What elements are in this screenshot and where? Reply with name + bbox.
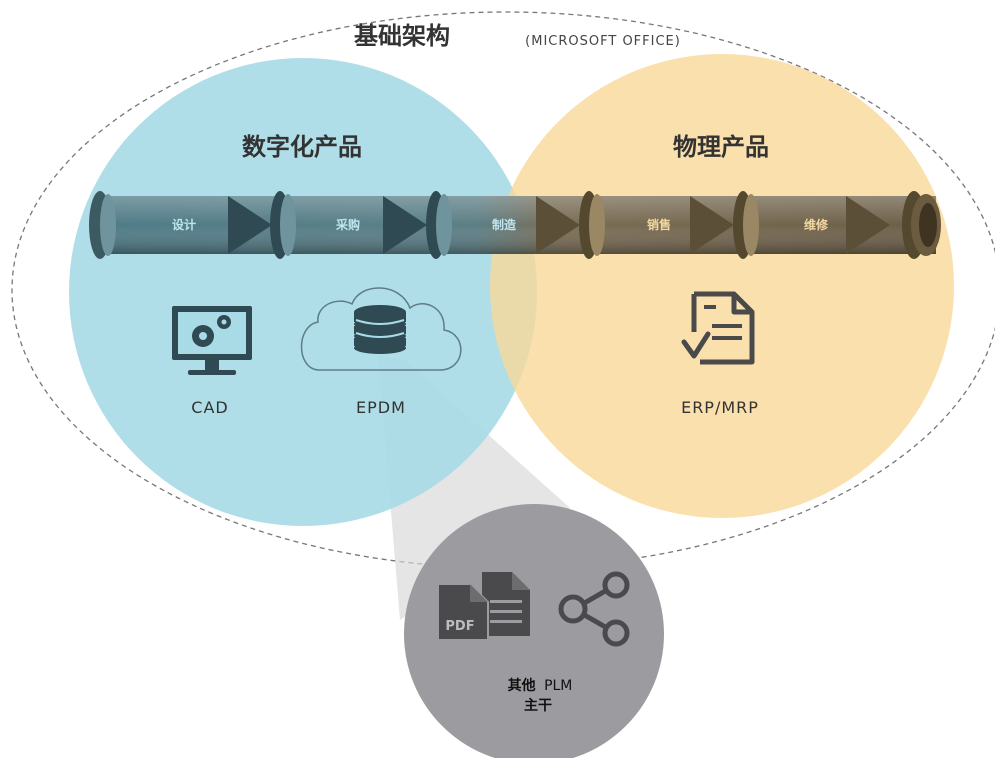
physical-products-title: 物理产品: [673, 133, 769, 161]
digital-products-circle: [69, 58, 537, 526]
other-plm-en: PLM: [544, 678, 572, 694]
epdm-label: EPDM: [356, 398, 406, 417]
checklist-document-icon: [681, 291, 755, 365]
cad-label: CAD: [191, 398, 228, 417]
pdf-files-icon: PDF: [437, 572, 530, 641]
infrastructure-boundary: [11, 11, 995, 569]
cloud-database-icon: [300, 287, 462, 371]
pipeline-flange: [270, 191, 296, 259]
lifecycle-pipeline: 设计 采购 制造 销售 维修: [89, 191, 941, 259]
pipeline-arrow: [228, 196, 272, 254]
pipeline-flange: [426, 191, 452, 259]
pipeline-stage-label: 销售: [647, 217, 671, 232]
pipeline-stage-label: 设计: [172, 217, 196, 232]
pipeline-stage-label: 维修: [804, 217, 829, 232]
share-icon: [558, 571, 630, 647]
other-plm-cn: 其他: [508, 677, 536, 694]
infrastructure-subtitle: (MICROSOFT OFFICE): [525, 34, 681, 49]
other-plm-label-line1: 其他 PLM: [508, 677, 573, 694]
digital-products-title: 数字化产品: [242, 133, 362, 161]
infrastructure-title: 基础架构: [354, 22, 450, 50]
other-plm-circle: [404, 504, 664, 758]
pipeline-arrow: [536, 196, 580, 254]
monitor-gears-icon: [172, 306, 252, 375]
pipeline-arrow: [383, 196, 427, 254]
physical-products-circle: [490, 54, 954, 518]
erp-mrp-label: ERP/MRP: [681, 398, 759, 417]
pipeline-stage-label: 采购: [335, 217, 360, 232]
pipeline-stage-label: 制造: [492, 217, 517, 232]
pipeline-arrow: [846, 196, 890, 254]
other-plm-label-line2: 主干: [524, 697, 552, 714]
pipeline-flange: [579, 191, 605, 259]
pdf-badge: PDF: [445, 619, 474, 634]
pipeline-flange: [89, 191, 116, 259]
pipeline-end-cap: [902, 191, 941, 259]
pipeline-arrow: [690, 196, 734, 254]
pipeline-flange: [733, 191, 759, 259]
